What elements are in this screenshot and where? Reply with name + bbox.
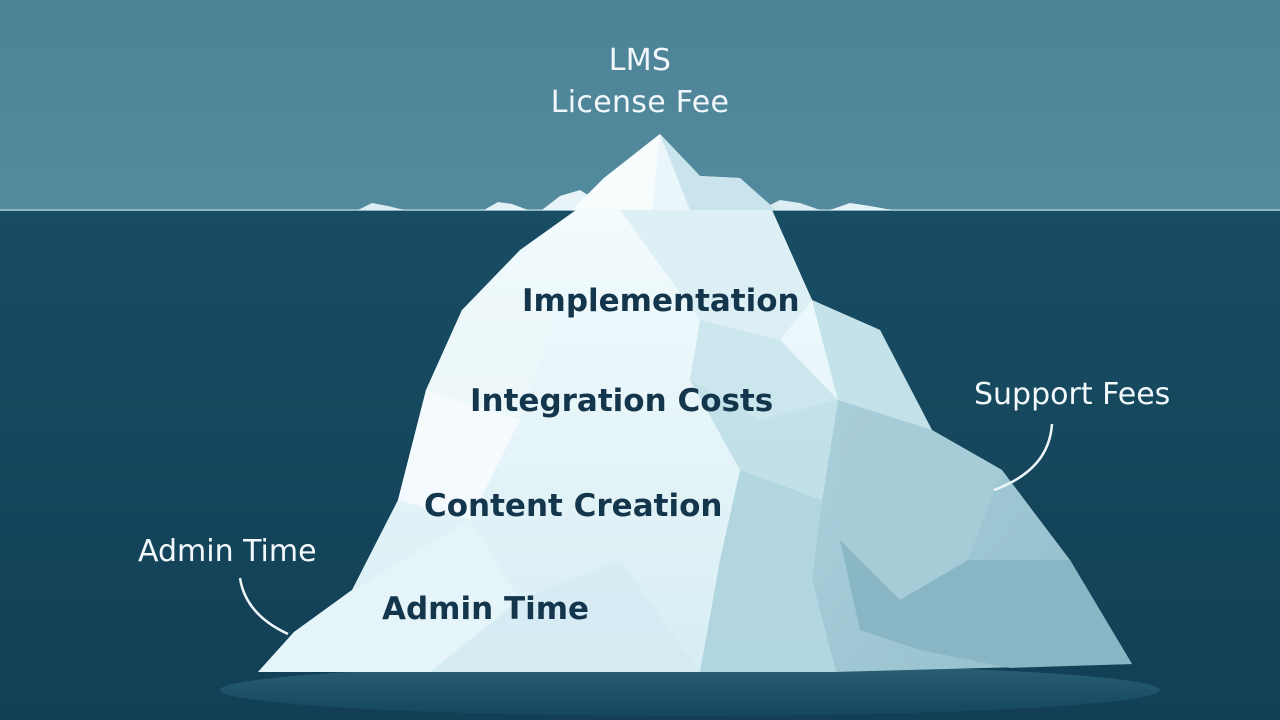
- admin-callout-line: [238, 577, 289, 636]
- label-admin-time-on-iceberg: Admin Time: [382, 591, 590, 627]
- iceberg-tip: [572, 134, 776, 210]
- label-integration-costs: Integration Costs: [470, 383, 774, 419]
- tip-label-line2: License Fee: [550, 85, 730, 120]
- label-content-creation: Content Creation: [424, 488, 723, 524]
- label-admin-time-callout: Admin Time: [138, 534, 317, 569]
- label-implementation: Implementation: [522, 283, 800, 319]
- iceberg-front-mass: [258, 210, 838, 672]
- iceberg-right-mass: [758, 210, 1132, 672]
- iceberg-reflection: [220, 664, 1160, 716]
- tip-label-line1: LMS: [608, 43, 672, 78]
- label-support-fees: Support Fees: [974, 377, 1171, 412]
- support-callout-line: [993, 423, 1054, 492]
